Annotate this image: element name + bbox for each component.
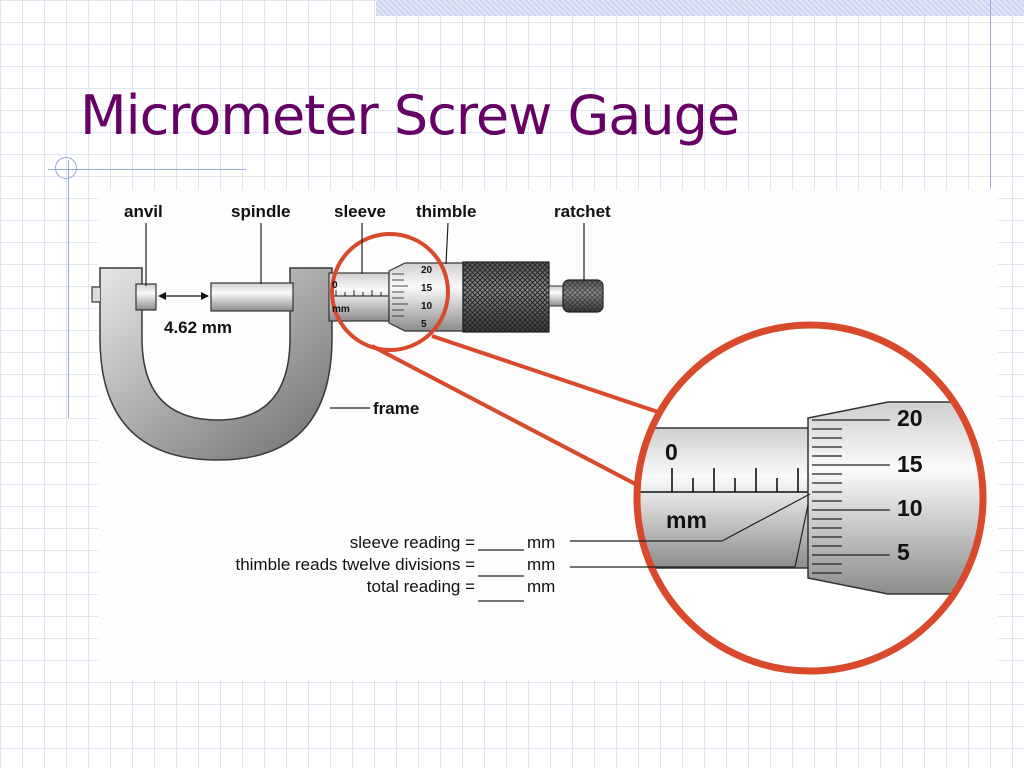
top-decorative-band <box>376 0 1024 16</box>
frame-notch <box>91 286 100 303</box>
large-zoom-circle <box>633 321 987 675</box>
slide-title: Micrometer Screw Gauge <box>80 84 740 147</box>
label-ratchet: ratchet <box>554 202 611 221</box>
small-thimble-10: 10 <box>421 301 433 312</box>
reading-thimble-unit: mm <box>527 555 555 574</box>
reading-sleeve-unit: mm <box>527 533 555 552</box>
zoom-sleeve-unit: mm <box>666 507 707 533</box>
anvil-part <box>135 283 157 311</box>
small-sleeve-zero: 0 <box>332 280 338 291</box>
reading-total-label: total reading = <box>367 577 475 596</box>
zoom-sleeve-zero: 0 <box>665 439 678 465</box>
label-spindle: spindle <box>231 202 291 221</box>
small-zoom-circle <box>330 232 450 352</box>
right-decorative-line <box>990 0 991 188</box>
frame-body <box>99 267 333 461</box>
decorative-circle-icon <box>55 157 77 179</box>
small-sleeve-unit: mm <box>332 304 350 315</box>
reading-thimble-label: thimble reads twelve divisions = <box>235 555 475 574</box>
zoom-thimble-15: 15 <box>897 451 923 477</box>
reading-sleeve-label: sleeve reading = <box>350 533 475 552</box>
ratchet-stem <box>548 285 564 307</box>
zoom-thimble-10: 10 <box>897 495 923 521</box>
label-frame: frame <box>373 399 419 418</box>
zoom-sleeve <box>637 427 816 569</box>
label-sleeve: sleeve <box>334 202 386 221</box>
label-anvil: anvil <box>124 202 163 221</box>
label-thimble: thimble <box>416 202 476 221</box>
zoom-thimble-5: 5 <box>897 539 910 565</box>
zoom-thimble-20: 20 <box>897 405 923 431</box>
title-underline <box>48 169 246 170</box>
left-decorative-line <box>68 160 69 418</box>
small-thimble-5: 5 <box>421 319 427 330</box>
small-thimble-20: 20 <box>421 265 433 276</box>
small-thimble-15: 15 <box>421 283 433 294</box>
gap-measurement: 4.62 mm <box>164 318 232 337</box>
reading-total-unit: mm <box>527 577 555 596</box>
zoom-thimble <box>807 401 983 595</box>
spindle-part <box>210 282 294 312</box>
sleeve-part <box>328 272 390 322</box>
